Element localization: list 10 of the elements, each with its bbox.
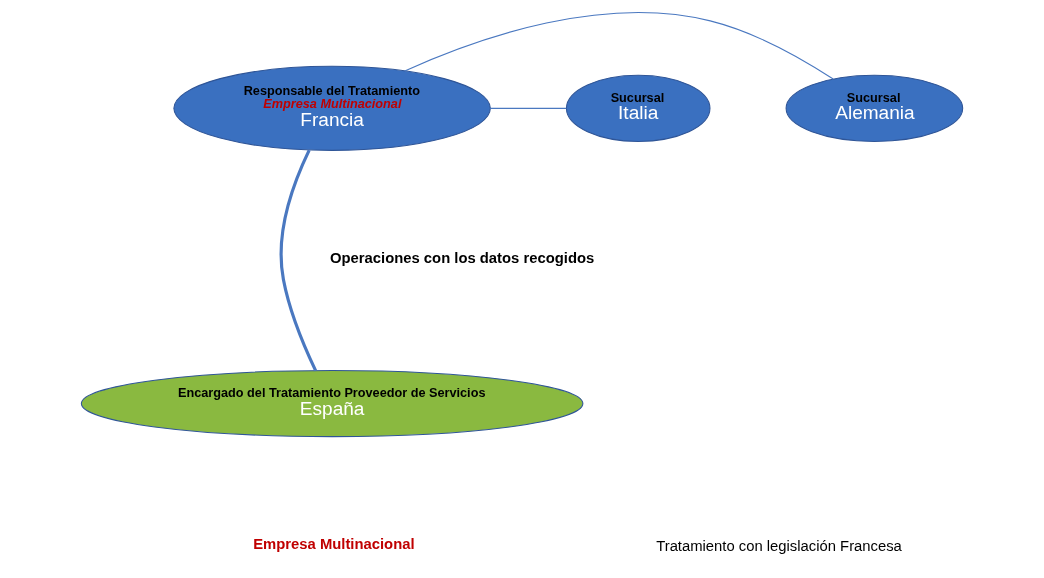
node-ellipse: Responsable del Tratamiento Empresa Multinacional Francia <box>173 65 491 151</box>
node-ellipse: Encargado del Tratamiento Proveedor de Servicios España <box>80 369 584 438</box>
connector <box>489 107 567 109</box>
connector <box>279 149 318 372</box>
label: Operaciones con los datos recogidos <box>330 250 595 267</box>
node-ellipse: Sucursal Alemania <box>785 74 964 142</box>
label: Tratamiento con legislación Francesa <box>656 537 902 554</box>
label: Empresa Multinacional <box>253 536 415 553</box>
node-ellipse: Sucursal Italia <box>565 74 711 142</box>
connector <box>404 12 834 80</box>
